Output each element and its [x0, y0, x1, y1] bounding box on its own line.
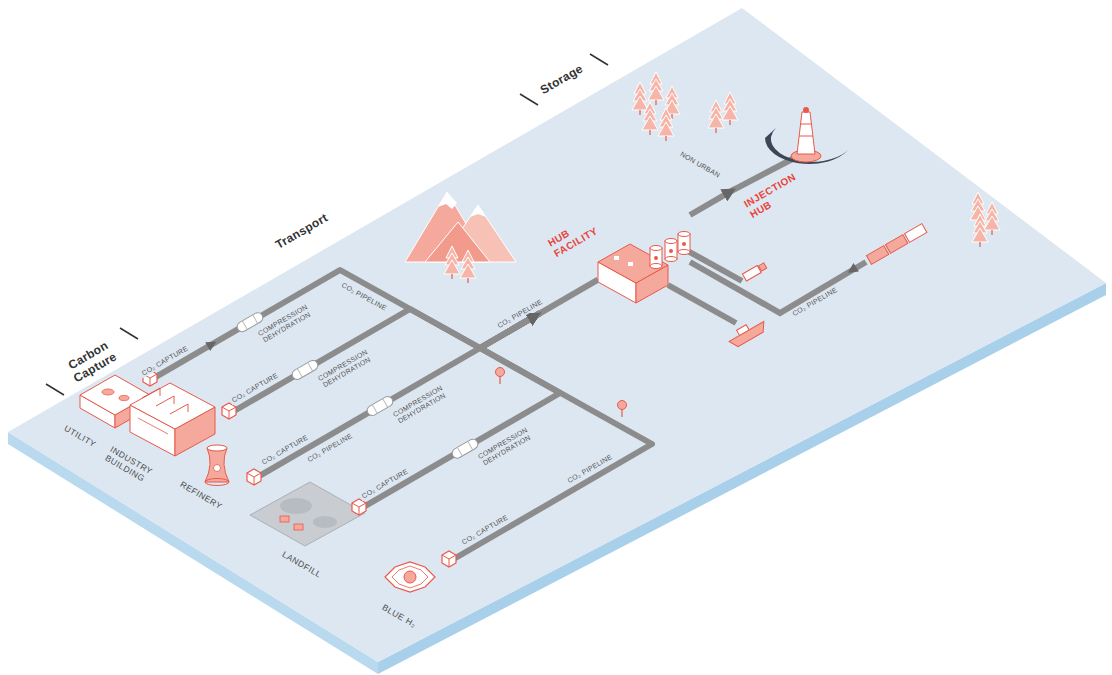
illustration — [8, 8, 1106, 662]
refinery-tower — [205, 479, 229, 486]
train — [886, 235, 908, 254]
blue-hydrogen-plant — [404, 571, 416, 583]
truck — [742, 266, 761, 281]
pipeline-connector — [690, 189, 735, 215]
ship — [726, 316, 768, 349]
blue-hydrogen-plant — [385, 562, 435, 592]
pipe-fittings — [352, 499, 366, 515]
facility-label: INJECTION HUB — [742, 170, 805, 220]
industry-building — [130, 383, 215, 429]
landfill-facility: LANDFILL — [245, 465, 365, 585]
landfill-site — [294, 524, 303, 530]
facility-label: LANDFILL — [280, 550, 323, 580]
injection-well — [799, 136, 813, 137]
hub-building — [665, 239, 677, 262]
pipe-stub — [668, 285, 736, 323]
pipe-stub — [686, 250, 742, 281]
ship — [729, 321, 768, 349]
pipe-stub — [539, 155, 866, 323]
facility-label: BLUE H₂ — [380, 603, 417, 630]
hub-building — [650, 246, 662, 269]
train — [905, 224, 927, 243]
section-bracket — [46, 384, 64, 395]
refinery-tower — [205, 448, 229, 482]
forest — [658, 108, 674, 141]
hub-facility: HUB FACILITY — [540, 205, 690, 320]
section-bracket — [120, 328, 138, 339]
section-heading: Storage — [537, 61, 588, 98]
refinery-tower — [205, 445, 229, 486]
pipe-fittings — [618, 401, 627, 418]
utility-building — [102, 389, 114, 395]
section-bracket — [46, 54, 608, 395]
pipe-fittings — [205, 337, 219, 351]
industry-building — [142, 388, 188, 414]
forest — [444, 246, 460, 279]
facility-label: INDUSTRY BUILDING — [103, 445, 166, 493]
mountains — [470, 205, 486, 217]
pipeline-connector — [455, 313, 652, 558]
refinery-tower — [214, 465, 221, 472]
hub-building — [598, 232, 690, 304]
landfill-site — [313, 516, 337, 528]
utility-building — [119, 396, 129, 401]
forest — [460, 250, 476, 283]
train — [866, 224, 926, 265]
forest — [642, 102, 658, 135]
pipe-fittings — [845, 263, 859, 277]
industry-building — [130, 383, 215, 456]
facility-label: HUB FACILITY — [546, 212, 604, 259]
truck — [742, 262, 767, 281]
truck — [759, 263, 767, 271]
injection-well — [800, 124, 812, 125]
injection-well — [797, 112, 815, 154]
blue-hydrogen-plant — [392, 566, 428, 588]
injection-well — [803, 107, 809, 113]
pipe-stub — [539, 280, 598, 314]
forest — [722, 92, 738, 125]
hub-building — [614, 256, 619, 260]
pipe-fittings — [222, 403, 236, 419]
landfill-site — [250, 482, 365, 546]
blue-hydrogen-facility: BLUE H₂ — [370, 535, 455, 633]
forest — [984, 202, 1000, 235]
facility-label: UTILITY — [62, 424, 97, 450]
section-bracket — [520, 94, 538, 105]
landfill-site — [250, 482, 365, 546]
hub-building — [678, 232, 690, 255]
blue-hydrogen-plant — [385, 562, 435, 592]
landfill-site — [280, 498, 312, 514]
refinery-tower — [207, 445, 227, 451]
pipe-fittings — [496, 368, 505, 385]
forest — [708, 100, 724, 133]
ship — [737, 325, 750, 336]
mountains — [438, 192, 457, 209]
hub-building — [598, 244, 668, 283]
industry-facility: INDUSTRY BUILDING — [100, 395, 235, 510]
facility-label: REFINERY — [178, 480, 223, 512]
pipe-fittings — [247, 469, 261, 485]
injection-hub: INJECTION HUB — [735, 100, 850, 223]
injection-well — [765, 107, 848, 164]
forest — [444, 72, 1000, 283]
mountains — [405, 192, 516, 262]
train — [866, 246, 888, 265]
industry-building — [138, 418, 168, 434]
refinery-facility: REFINERY — [175, 440, 260, 530]
section-heading: Transport — [272, 211, 333, 254]
hub-building — [628, 262, 633, 266]
pipe-fittings — [442, 551, 456, 567]
forest — [972, 214, 988, 247]
forest — [648, 72, 664, 105]
section-bracket — [590, 54, 608, 65]
landfill-site — [280, 516, 289, 522]
